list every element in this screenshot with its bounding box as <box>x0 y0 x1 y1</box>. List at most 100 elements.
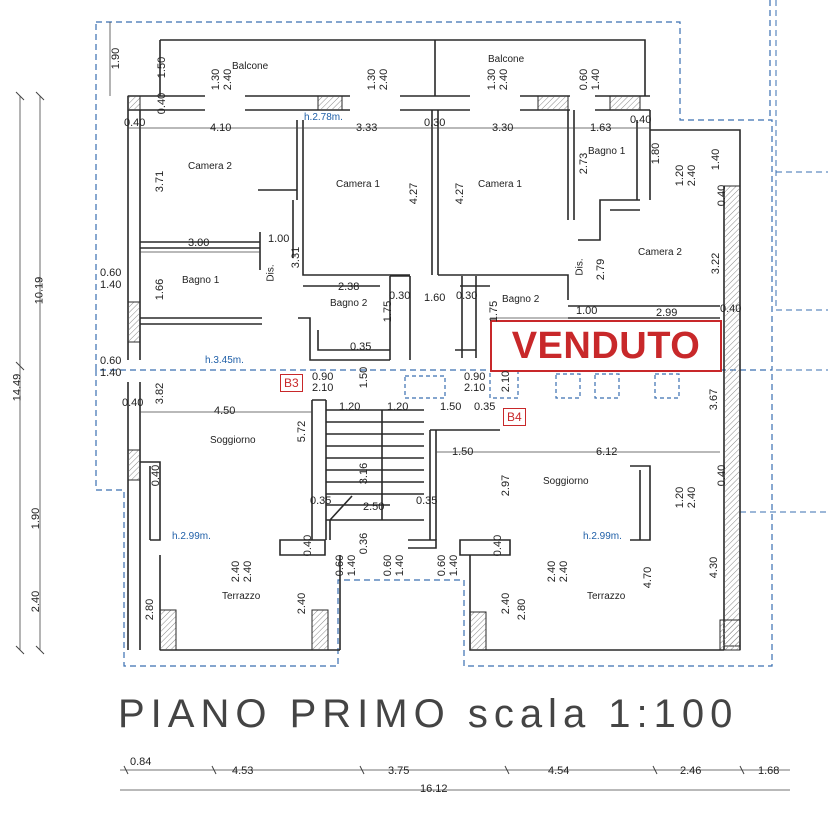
dimension-label: 2.40 <box>230 560 243 583</box>
dimension-label: 4.27 <box>454 182 467 205</box>
sold-stamp: VENDUTO <box>490 320 722 372</box>
room-label-soggiorno-right: Soggiorno <box>543 476 589 487</box>
overall-dimension-label: 0.84 <box>130 756 152 768</box>
room-label-bagno2-right: Bagno 2 <box>502 294 540 305</box>
ceiling-height-label: h.2.99m. <box>172 531 211 542</box>
dimension-label: 1.60 <box>424 292 446 304</box>
room-label-camera1-right: Camera 1 <box>478 179 522 190</box>
dimension-label: 2.97 <box>500 474 513 497</box>
dimension-label: 4.30 <box>708 556 721 579</box>
dimension-label: 4.10 <box>210 122 232 134</box>
dimension-label: 2.40 <box>686 486 699 509</box>
dimension-label: 1.00 <box>268 233 290 245</box>
dimension-label: 2.10 <box>500 370 513 393</box>
dimension-lines <box>19 22 790 791</box>
dimension-label: 3.82 <box>154 382 167 405</box>
dimension-label: 1.00 <box>576 305 598 317</box>
dimension-label: 2.38 <box>338 281 360 293</box>
dimension-label: 2.40 <box>296 592 309 615</box>
dimension-label: 1.20 <box>674 164 687 187</box>
overall-dimension-label: 4.53 <box>232 765 254 777</box>
dimension-label: 5.72 <box>296 420 309 443</box>
property-boundary <box>95 0 773 667</box>
dimension-label: 0.60 <box>382 554 395 577</box>
dimension-label: 0.60 <box>334 554 347 577</box>
room-label-terrazzo-right: Terrazzo <box>587 591 626 602</box>
overall-dimension-label: 3.75 <box>388 765 410 777</box>
drawing-title: PIANO PRIMO scala 1:100 <box>118 692 739 736</box>
dimension-label: 0.30 <box>424 117 446 129</box>
dimension-label: 4.50 <box>214 405 236 417</box>
dimension-label: 6.12 <box>596 446 618 458</box>
dimension-label: 1.90 <box>110 47 123 70</box>
dimension-label: 0.60 <box>100 355 122 367</box>
dimension-label: 2.40 <box>558 560 571 583</box>
dimension-label: 1.40 <box>710 148 723 171</box>
dimension-label: 1.40 <box>346 554 359 577</box>
dimension-label: 0.40 <box>630 114 652 126</box>
dimension-label: 0.30 <box>389 290 411 302</box>
dimension-label: 1.40 <box>100 279 122 291</box>
dimension-label: 2.50 <box>363 501 385 513</box>
dimension-label: 3.31 <box>290 246 303 269</box>
dimension-label: 4.27 <box>408 182 421 205</box>
dimension-label: 2.10 <box>464 382 486 394</box>
dimension-label: 1.20 <box>339 401 361 413</box>
dimension-label: 3.00 <box>188 237 210 249</box>
dimension-label: 1.30 <box>210 68 223 91</box>
dimension-label: 0.90 <box>312 371 334 383</box>
dimension-label: 0.60 <box>436 554 449 577</box>
dimension-label: 0.35 <box>310 495 332 507</box>
dimension-label: 2.40 <box>30 590 43 613</box>
dimension-label: 1.40 <box>448 554 461 577</box>
dimension-label: 0.35 <box>350 341 372 353</box>
room-label-balcone-right: Balcone <box>488 54 525 65</box>
dimension-label: 1.75 <box>488 300 501 323</box>
dimension-label: 2.40 <box>498 68 511 91</box>
dimension-label: 1.20 <box>387 401 409 413</box>
overall-dimension-label: 2.46 <box>680 765 702 777</box>
dimension-label: 14.49 <box>11 373 24 402</box>
dimension-label: 0.40 <box>150 464 163 487</box>
dimension-label: 1.50 <box>440 401 462 413</box>
unit-tag-b4: B4 <box>503 408 526 426</box>
room-label-bagno1-right: Bagno 1 <box>588 146 626 157</box>
dimension-label: 2.79 <box>595 258 608 281</box>
room-label-bagno1-left: Bagno 1 <box>182 275 220 286</box>
dimension-label: 0.35 <box>474 401 496 413</box>
dimension-label: 1.80 <box>650 142 663 165</box>
ceiling-height-label: h.2.78m. <box>304 112 343 123</box>
dimension-label: 10.19 <box>33 276 46 305</box>
dimension-label: 1.30 <box>486 68 499 91</box>
dimension-label: 4.70 <box>642 566 655 589</box>
ceiling-height-label: h.2.99m. <box>583 531 622 542</box>
dimension-label: 1.50 <box>156 56 169 79</box>
overall-dimension-label: 1.68 <box>758 765 780 777</box>
room-label-soggiorno-left: Soggiorno <box>210 435 256 446</box>
dimension-label: 2.80 <box>516 598 529 621</box>
dimension-label: 0.40 <box>716 184 729 207</box>
dimension-label: 1.40 <box>394 554 407 577</box>
dimension-label: 1.40 <box>100 367 122 379</box>
dimension-label: 2.73 <box>578 152 591 175</box>
dimension-label: 1.20 <box>674 486 687 509</box>
unit-tag-b3: B3 <box>280 374 303 392</box>
dimension-label: 2.40 <box>686 164 699 187</box>
room-label-camera1-left: Camera 1 <box>336 179 380 190</box>
overall-dimension-label: 4.54 <box>548 765 570 777</box>
dimension-label: 0.90 <box>464 371 486 383</box>
room-label-camera2-left: Camera 2 <box>188 161 232 172</box>
wall-hatching <box>127 95 741 651</box>
overall-dimension-label: 16.12 <box>420 783 448 795</box>
dimension-label: 3.16 <box>358 462 371 485</box>
dimension-label: 2.40 <box>546 560 559 583</box>
dimension-label: 0.40 <box>124 117 146 129</box>
room-label-camera2-right: Camera 2 <box>638 247 682 258</box>
room-label-dis-right: Dis. <box>574 258 586 276</box>
dimension-label: 2.40 <box>222 68 235 91</box>
room-label-bagno2-left: Bagno 2 <box>330 298 368 309</box>
dimension-label: 3.33 <box>356 122 378 134</box>
dimension-label: 2.40 <box>378 68 391 91</box>
dimension-label: 1.40 <box>590 68 603 91</box>
